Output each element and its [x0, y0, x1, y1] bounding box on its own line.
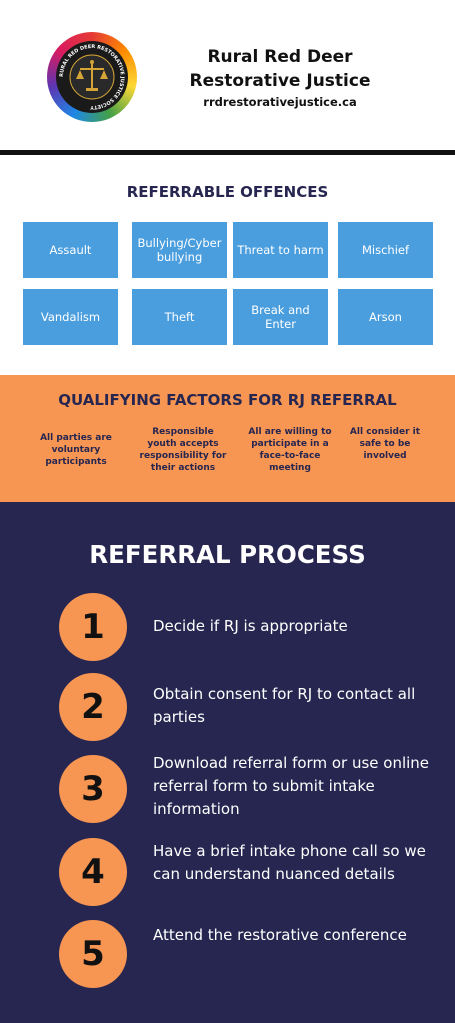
offence-tile: Break and Enter [233, 289, 328, 345]
header-divider [0, 150, 455, 155]
offence-tile: Assault [23, 222, 118, 278]
logo-icon: RURAL RED DEER RESTORATIVE JUSTICE SOCIE… [47, 32, 137, 122]
referrable-offences-section: REFERRABLE OFFENCES Assault Bullying/Cyb… [0, 155, 455, 375]
org-name-line1: Rural Red Deer [207, 47, 353, 67]
factor-item: All are willing to participate in a face… [248, 427, 332, 473]
step-text: Attend the restorative conference [153, 926, 407, 944]
org-title-block: Rural Red Deer Restorative Justice rrdre… [170, 45, 390, 109]
step-number-badge: 1 [59, 593, 127, 661]
step-number-badge: 2 [59, 673, 127, 741]
qualifying-factors-section: QUALIFYING FACTORS FOR RJ REFERRAL All p… [0, 375, 455, 502]
scales-of-justice-icon: RURAL RED DEER RESTORATIVE JUSTICE SOCIE… [59, 44, 125, 110]
factor-item: Responsible youth accepts responsibility… [139, 427, 227, 473]
website-url[interactable]: rrdrestorativejustice.ca [203, 95, 357, 109]
offence-tile: Mischief [338, 222, 433, 278]
offence-tile: Vandalism [23, 289, 118, 345]
step-number-badge: 5 [59, 920, 127, 988]
process-title: REFERRAL PROCESS [89, 540, 366, 569]
header: RURAL RED DEER RESTORATIVE JUSTICE SOCIE… [0, 0, 455, 150]
step-text: Obtain consent for RJ to contact all par… [153, 685, 416, 726]
factor-item: All parties are voluntary participants [40, 433, 112, 467]
factor-item: All consider it safe to be involved [349, 427, 421, 461]
offence-tile: Threat to harm [233, 222, 328, 278]
step-text: Decide if RJ is appropriate [153, 617, 348, 635]
step-number-badge: 4 [59, 838, 127, 906]
offence-tile: Theft [132, 289, 227, 345]
factors-title: QUALIFYING FACTORS FOR RJ REFERRAL [58, 391, 397, 409]
logo-inner-seal: RURAL RED DEER RESTORATIVE JUSTICE SOCIE… [56, 41, 128, 113]
offences-title: REFERRABLE OFFENCES [126, 183, 329, 201]
step-text: Have a brief intake phone call so we can… [153, 842, 426, 883]
offence-tile: Arson [338, 289, 433, 345]
referral-process-section: REFERRAL PROCESS 1 Decide if RJ is appro… [0, 502, 455, 1023]
step-number-badge: 3 [59, 755, 127, 823]
step-text: Download referral form or use online ref… [153, 754, 430, 818]
org-name-line2: Restorative Justice [189, 71, 371, 91]
offence-tile: Bullying/Cyber bullying [132, 222, 227, 278]
